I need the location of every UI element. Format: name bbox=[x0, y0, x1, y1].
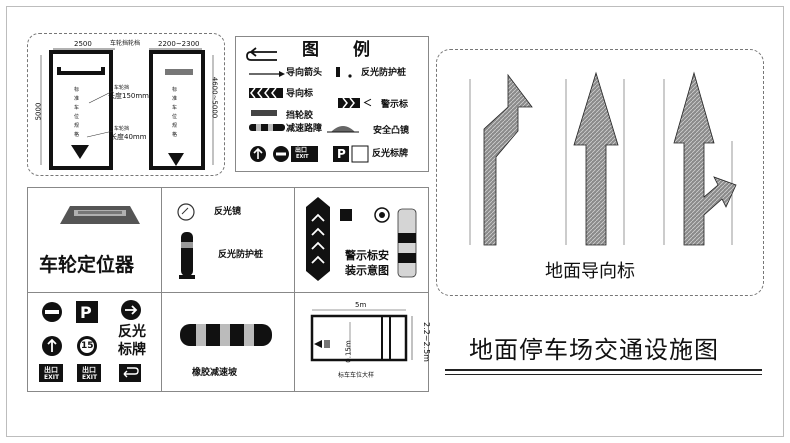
warning-chevron-post bbox=[306, 197, 330, 281]
exit-sign-outline-icon bbox=[351, 145, 369, 163]
signs-label-line2: 标牌 bbox=[118, 342, 146, 358]
legend-exit-label: 出口 bbox=[295, 147, 308, 154]
guide-mark-icon bbox=[249, 87, 283, 99]
legend-item-convex-mirror: 安全凸镜 bbox=[373, 126, 410, 136]
uturn-arrow-icon bbox=[246, 47, 277, 61]
title-underline-thin bbox=[445, 374, 762, 375]
exit-sign-icon bbox=[291, 146, 318, 162]
exit-sign-icon bbox=[39, 364, 63, 382]
ground-guide-panel bbox=[436, 49, 764, 296]
legend-item-wheel-stop: 挡轮胶 bbox=[286, 111, 314, 121]
warning-label-line2: 装示意图 bbox=[345, 264, 389, 277]
dim-top-left: 2500 bbox=[74, 40, 92, 48]
title-left: 车轮挡轮档 bbox=[110, 40, 141, 47]
guide-arrow-straight bbox=[565, 71, 625, 246]
stall-dim-top: 5m bbox=[355, 301, 367, 309]
warning-sign-icon bbox=[306, 197, 417, 281]
convex-mirror-icon bbox=[327, 126, 359, 133]
guide-arrow-straight-right bbox=[663, 71, 737, 246]
legend-parking-p: P bbox=[337, 147, 346, 161]
label-mid-value: 长度150mm bbox=[108, 92, 149, 100]
legend-warn-prefix: ＜ bbox=[363, 99, 373, 109]
title-underline-thick bbox=[445, 369, 762, 371]
stall-detail-title: 标车车位大样 bbox=[338, 372, 375, 379]
ground-guide-arrows bbox=[469, 71, 737, 246]
legend-title: 图 例 bbox=[302, 40, 370, 60]
parking-sign-icon bbox=[333, 146, 349, 162]
signs-exit-en-2: EXIT bbox=[82, 374, 98, 381]
mirror-label: 反光镜 bbox=[214, 207, 242, 217]
warning-cylinder-post bbox=[397, 208, 417, 278]
mirror-icon bbox=[177, 203, 195, 221]
legend-item-reflective-sign: 反光标牌 bbox=[372, 149, 409, 159]
label-mid-bot: 车轮挡 bbox=[114, 126, 130, 132]
speed-bump-icon bbox=[249, 124, 285, 131]
main-title: 地面停车场交通设施图 bbox=[469, 336, 719, 364]
legend-panel bbox=[235, 36, 429, 172]
wheel-locator-icon bbox=[60, 206, 140, 224]
dim-side-right: 4600~5000 bbox=[210, 76, 219, 119]
stall-dim-side: 2.2~2.5m bbox=[421, 322, 431, 362]
parking-sign-icon bbox=[76, 301, 98, 323]
parking-layout-drawing bbox=[40, 48, 214, 170]
signs-icons bbox=[39, 300, 141, 382]
signs-exit-label-2: 出口 bbox=[82, 366, 96, 374]
signs-speed-value: 15 bbox=[81, 341, 94, 351]
signs-exit-en-1: EXIT bbox=[44, 374, 60, 381]
legend-item-guide-mark: 导向标 bbox=[286, 89, 314, 99]
wheel-locator-cell bbox=[27, 187, 162, 293]
stall-detail-drawing bbox=[310, 309, 413, 362]
signs-exit-label-1: 出口 bbox=[44, 366, 58, 374]
rubber-speed-bump-icon bbox=[180, 324, 272, 346]
label-bot-value: 长度40mm bbox=[110, 133, 147, 141]
stall-dim-inner: 0.15m bbox=[344, 340, 353, 363]
signs-parking-p: P bbox=[80, 303, 92, 322]
signs-label-line1: 反光 bbox=[118, 324, 146, 340]
legend-icons bbox=[246, 47, 369, 163]
exit-sign-icon-2 bbox=[77, 364, 101, 382]
legend-item-guide-arrow: 导向箭头 bbox=[286, 68, 323, 78]
wheel-locator-title: 车轮定位器 bbox=[39, 254, 135, 276]
dim-top-right: 2200~2300 bbox=[158, 40, 200, 48]
guide-arrow-right-turn bbox=[469, 73, 533, 246]
warning-label-line1: 警示标安 bbox=[345, 249, 389, 262]
legend-item-reflective-post: 反光防护桩 bbox=[361, 68, 407, 78]
warning-mark-icon bbox=[338, 97, 360, 109]
parking-layout-panel bbox=[27, 33, 225, 176]
dim-side-left: 5000 bbox=[34, 102, 43, 121]
speed-bump-title: 橡胶减速坡 bbox=[192, 368, 238, 378]
stall-detail-cell bbox=[294, 292, 429, 392]
label-mid-top: 车轮挡 bbox=[114, 85, 130, 91]
outer-frame bbox=[6, 6, 784, 437]
ground-guide-title: 地面导向标 bbox=[545, 261, 635, 282]
post-label: 反光防护桩 bbox=[218, 250, 264, 260]
legend-item-warning-mark: 警示标 bbox=[381, 100, 409, 110]
wheel-stop-icon bbox=[251, 110, 277, 116]
reflective-post-icon bbox=[179, 232, 195, 279]
legend-item-speed-bump: 减速路障 bbox=[286, 124, 323, 134]
legend-exit-en: EXIT bbox=[296, 154, 309, 160]
reflective-post-icon bbox=[336, 67, 340, 77]
